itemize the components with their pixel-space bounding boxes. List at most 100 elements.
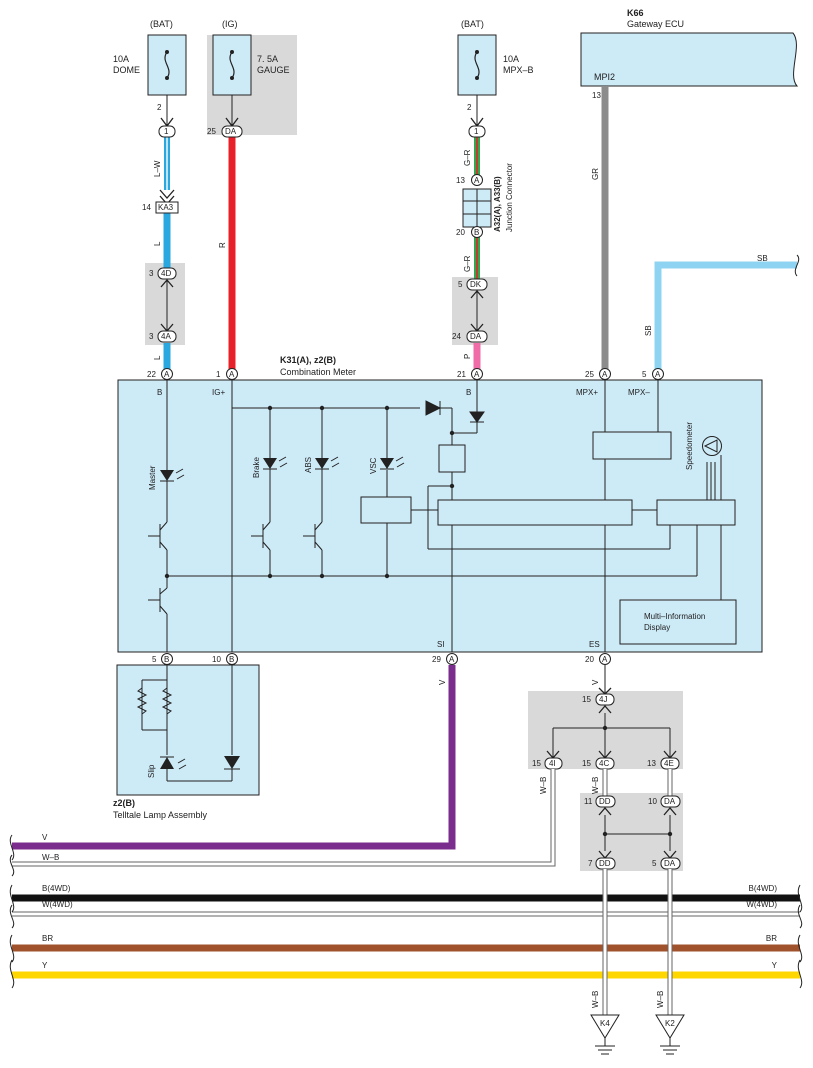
connector-da-10-pin: 10 [648, 797, 657, 806]
meter-block-comm [592, 431, 672, 460]
label-abs: ABS [304, 457, 313, 473]
bus-label-left: W–B [42, 853, 59, 862]
connector-dome-1 [158, 125, 176, 138]
junction-name: Junction Connector [505, 163, 514, 232]
brake-led-icon [263, 456, 288, 470]
bus-label-left: V [42, 833, 48, 842]
wire-label-wb-1: W–B [539, 777, 548, 794]
connector-dk-label: DK [470, 280, 482, 289]
connector-4j-label: 4J [599, 695, 607, 704]
connector-dk-pin: 5 [458, 280, 463, 289]
junction-pin-b: 20 [456, 228, 465, 237]
telltale-circuit [136, 665, 233, 782]
dome-fuse-rating: 10A [113, 54, 129, 64]
junction-pin-a: 13 [456, 176, 465, 185]
meter-pin-b5-conn: B [164, 655, 169, 664]
dome-fuse-name: DOME [113, 65, 140, 75]
connector-da-10 [660, 795, 681, 808]
meter-term-ig: IG+ [212, 388, 225, 397]
dome-fuse-supply: (BAT) [150, 19, 173, 29]
wire-wb-4i [12, 769, 556, 867]
wire-label-l2: L [153, 355, 162, 360]
junction-conn-b: B [474, 228, 479, 237]
meter-pin-a20: 20 [585, 655, 594, 664]
label-master: Master [148, 465, 157, 490]
wire-label-wb-4: W–B [656, 991, 665, 1008]
diode-top-icon [425, 400, 442, 416]
meter-pin-b10: 10 [212, 655, 221, 664]
wire-sb-break [794, 254, 800, 277]
connector-dk [466, 278, 488, 291]
meter-pin-b5: 5 [152, 655, 157, 664]
meter-pin-a29-conn: A [449, 655, 455, 664]
meter-name: Combination Meter [280, 367, 356, 377]
wire-label-sb: SB [644, 325, 653, 336]
wire-break-marks [9, 834, 803, 989]
brake-transistor-icon [251, 469, 271, 552]
gauge-fuse-icon [229, 51, 235, 79]
connector-da-10-label: DA [664, 797, 676, 806]
meter-block-cpu [437, 499, 633, 526]
mpxb-fuse-rating: 10A [503, 54, 519, 64]
telltale-code: z2(B) [113, 798, 135, 808]
meter-pin-b10-conn: B [229, 655, 234, 664]
connector-4i-label: 4I [549, 759, 556, 768]
meter-pin-22: 22 [147, 370, 156, 379]
meter-term-mpxp: MPX+ [576, 388, 598, 397]
dome-fuse-pin: 2 [157, 103, 162, 112]
meter-pin-5-conn: A [655, 370, 661, 379]
label-slip: Slip [147, 764, 156, 778]
connector-4c-label: 4C [599, 759, 609, 768]
wire-v [12, 665, 456, 850]
connector-4e-label: 4E [664, 759, 674, 768]
wire-label-gr: GR [591, 168, 600, 180]
mid-label-2: Display [644, 623, 670, 632]
meter-pin-1-conn: A [229, 370, 235, 379]
meter-term-b1: B [157, 388, 162, 397]
meter-pin-1: 1 [216, 370, 221, 379]
dome-fuse-icon [164, 51, 170, 79]
connector-gauge-pin: 25 [207, 127, 216, 136]
label-speedometer: Speedometer [685, 422, 694, 470]
connector-4d [157, 267, 177, 280]
bus-label-left: Y [42, 961, 48, 970]
wire-label-wb-2: W–B [591, 777, 600, 794]
meter-top-pins: A 22 A 1 A 21 A 25 A 5 [147, 368, 664, 380]
abs-transistor-icon [303, 469, 323, 552]
wire-label-gr2: G–R [463, 255, 472, 272]
wire-label-r: R [218, 242, 227, 248]
speedometer-icon [702, 436, 722, 456]
wire-label-l1: L [153, 241, 162, 246]
bus-label-right: W(4WD) [746, 900, 777, 909]
ground-k2-label: K2 [665, 1019, 675, 1028]
bus-label-right: BR [766, 934, 777, 943]
meter-pin-25-conn: A [602, 370, 608, 379]
connector-dd-11-label: DD [599, 797, 611, 806]
wire-label-lw: L–W [153, 160, 162, 177]
connector-dd-11 [595, 795, 616, 808]
gateway-pin: 13 [592, 91, 601, 100]
meter-small-box [438, 444, 466, 473]
connector-4i-pin: 15 [532, 759, 541, 768]
connector-gauge-da-label: DA [225, 127, 237, 136]
connector-dd-7-pin: 7 [588, 859, 593, 868]
meter-term-mpxm: MPX– [628, 388, 650, 397]
meter-pin-25: 25 [585, 370, 594, 379]
connector-da-5-label: DA [664, 859, 676, 868]
telltale-lamp-assembly-box [116, 664, 260, 796]
meter-junction-dots [164, 405, 455, 579]
ground-k4-label: K4 [600, 1019, 610, 1028]
connector-dd-7-label: DD [599, 859, 611, 868]
connector-ka3 [155, 201, 179, 214]
wire-label-v2: V [591, 679, 600, 685]
meter-term-b2: B [466, 388, 471, 397]
connector-4j-pin: 15 [582, 695, 591, 704]
gauge-fuse-name: GAUGE [257, 65, 290, 75]
connector-ka3-pin: 14 [142, 203, 151, 212]
master-led-icon [160, 468, 185, 482]
gateway-code: K66 [627, 8, 644, 18]
gauge-fuse-rating: 7. 5A [257, 54, 278, 64]
connector-ka3-label: KA3 [158, 203, 174, 212]
connector-mpxb-1-label: 1 [474, 127, 479, 136]
